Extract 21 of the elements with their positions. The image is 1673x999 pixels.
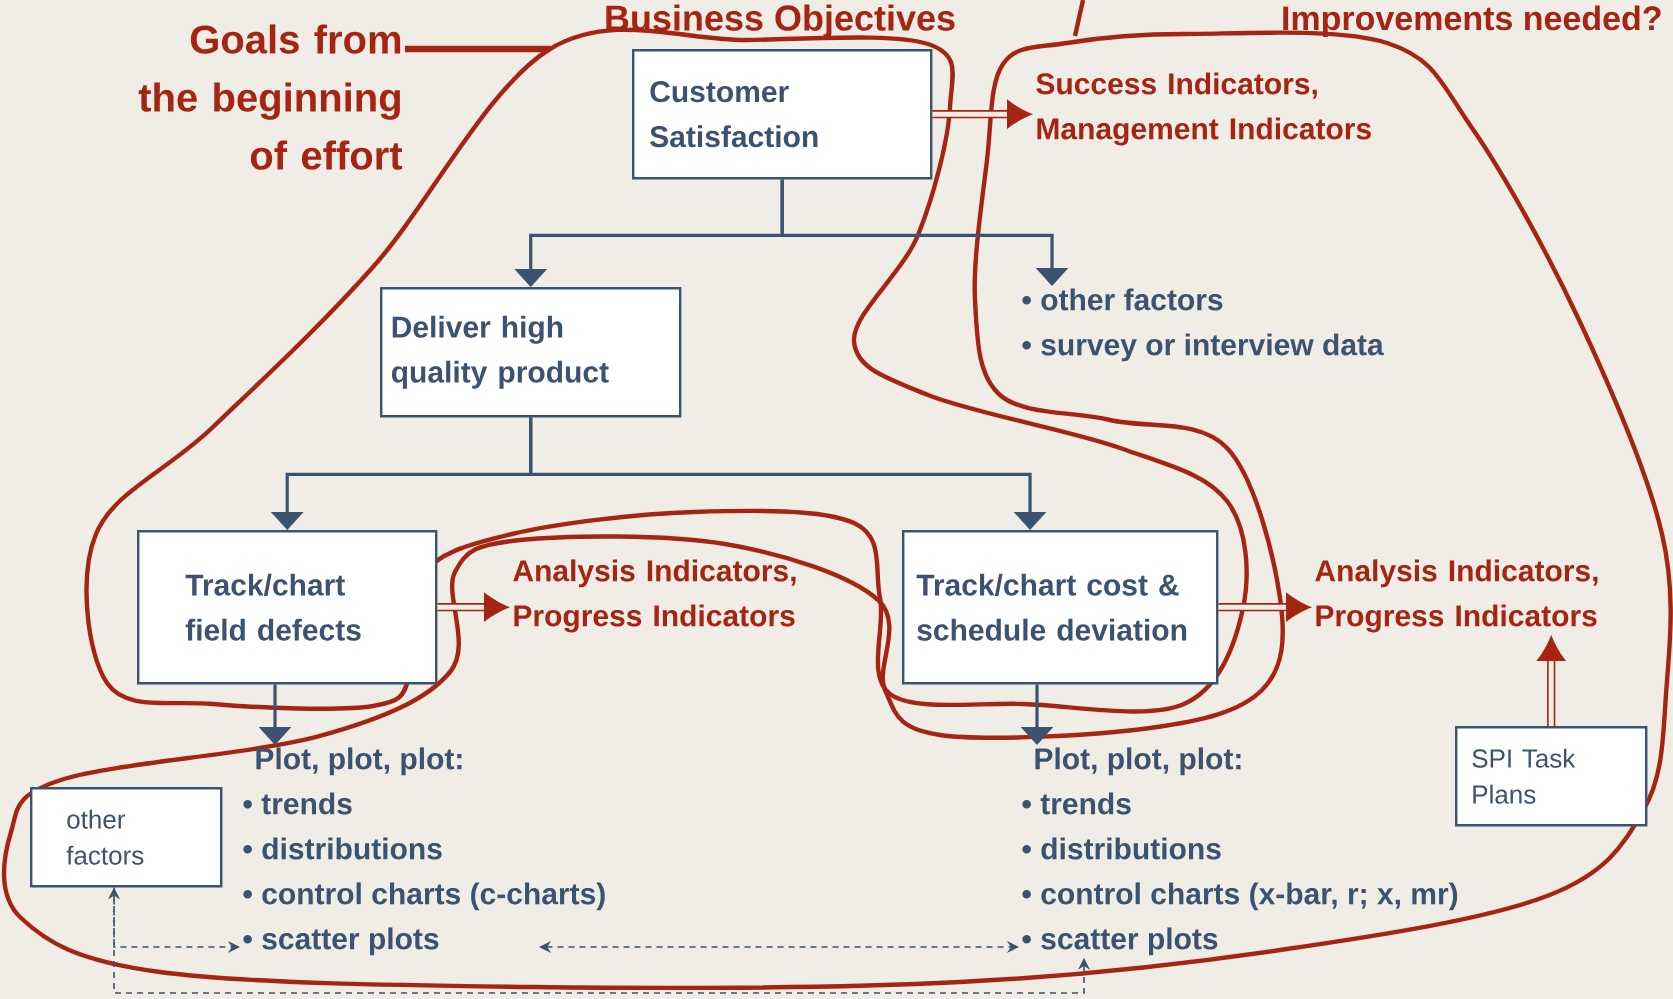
- process-box: Track/chart field defects: [137, 530, 438, 685]
- double-arrow: [1218, 593, 1311, 622]
- title: Business Objectives: [606, 4, 955, 38]
- indicator-text: Analysis Indicators, Progress Indicators: [513, 559, 796, 633]
- bullet-list: • other factors • survey or interview data: [1022, 288, 1384, 362]
- double-arrow: [932, 100, 1032, 129]
- process-box: Track/chart cost & schedule deviation: [902, 530, 1219, 685]
- input-box: other factors: [30, 787, 223, 888]
- double-arrow: [437, 593, 509, 622]
- bullet-list: Plot, plot, plot: • trends • distributions • control charts (x-bar, r; x, mr) • scatter plots: [1022, 747, 1458, 956]
- input-box: SPI Task Plans: [1455, 726, 1648, 827]
- callout-text: Goals from the beginning of effort: [138, 24, 403, 170]
- bullet-list: Plot, plot, plot: • trends • distributions • control charts (c-charts) • scatter plots: [243, 747, 605, 956]
- indicator-text: Success Indicators, Management Indicators: [1036, 72, 1371, 146]
- double-arrow: [1537, 636, 1566, 726]
- process-box: Deliver high quality product: [380, 287, 682, 418]
- indicator-text: Analysis Indicators, Progress Indicators: [1315, 559, 1598, 633]
- arrow: [780, 179, 1069, 286]
- arrow: [529, 417, 1047, 530]
- process-box: Customer Satisfaction: [632, 49, 933, 180]
- callout-text: Improvements needed?: [1283, 5, 1661, 38]
